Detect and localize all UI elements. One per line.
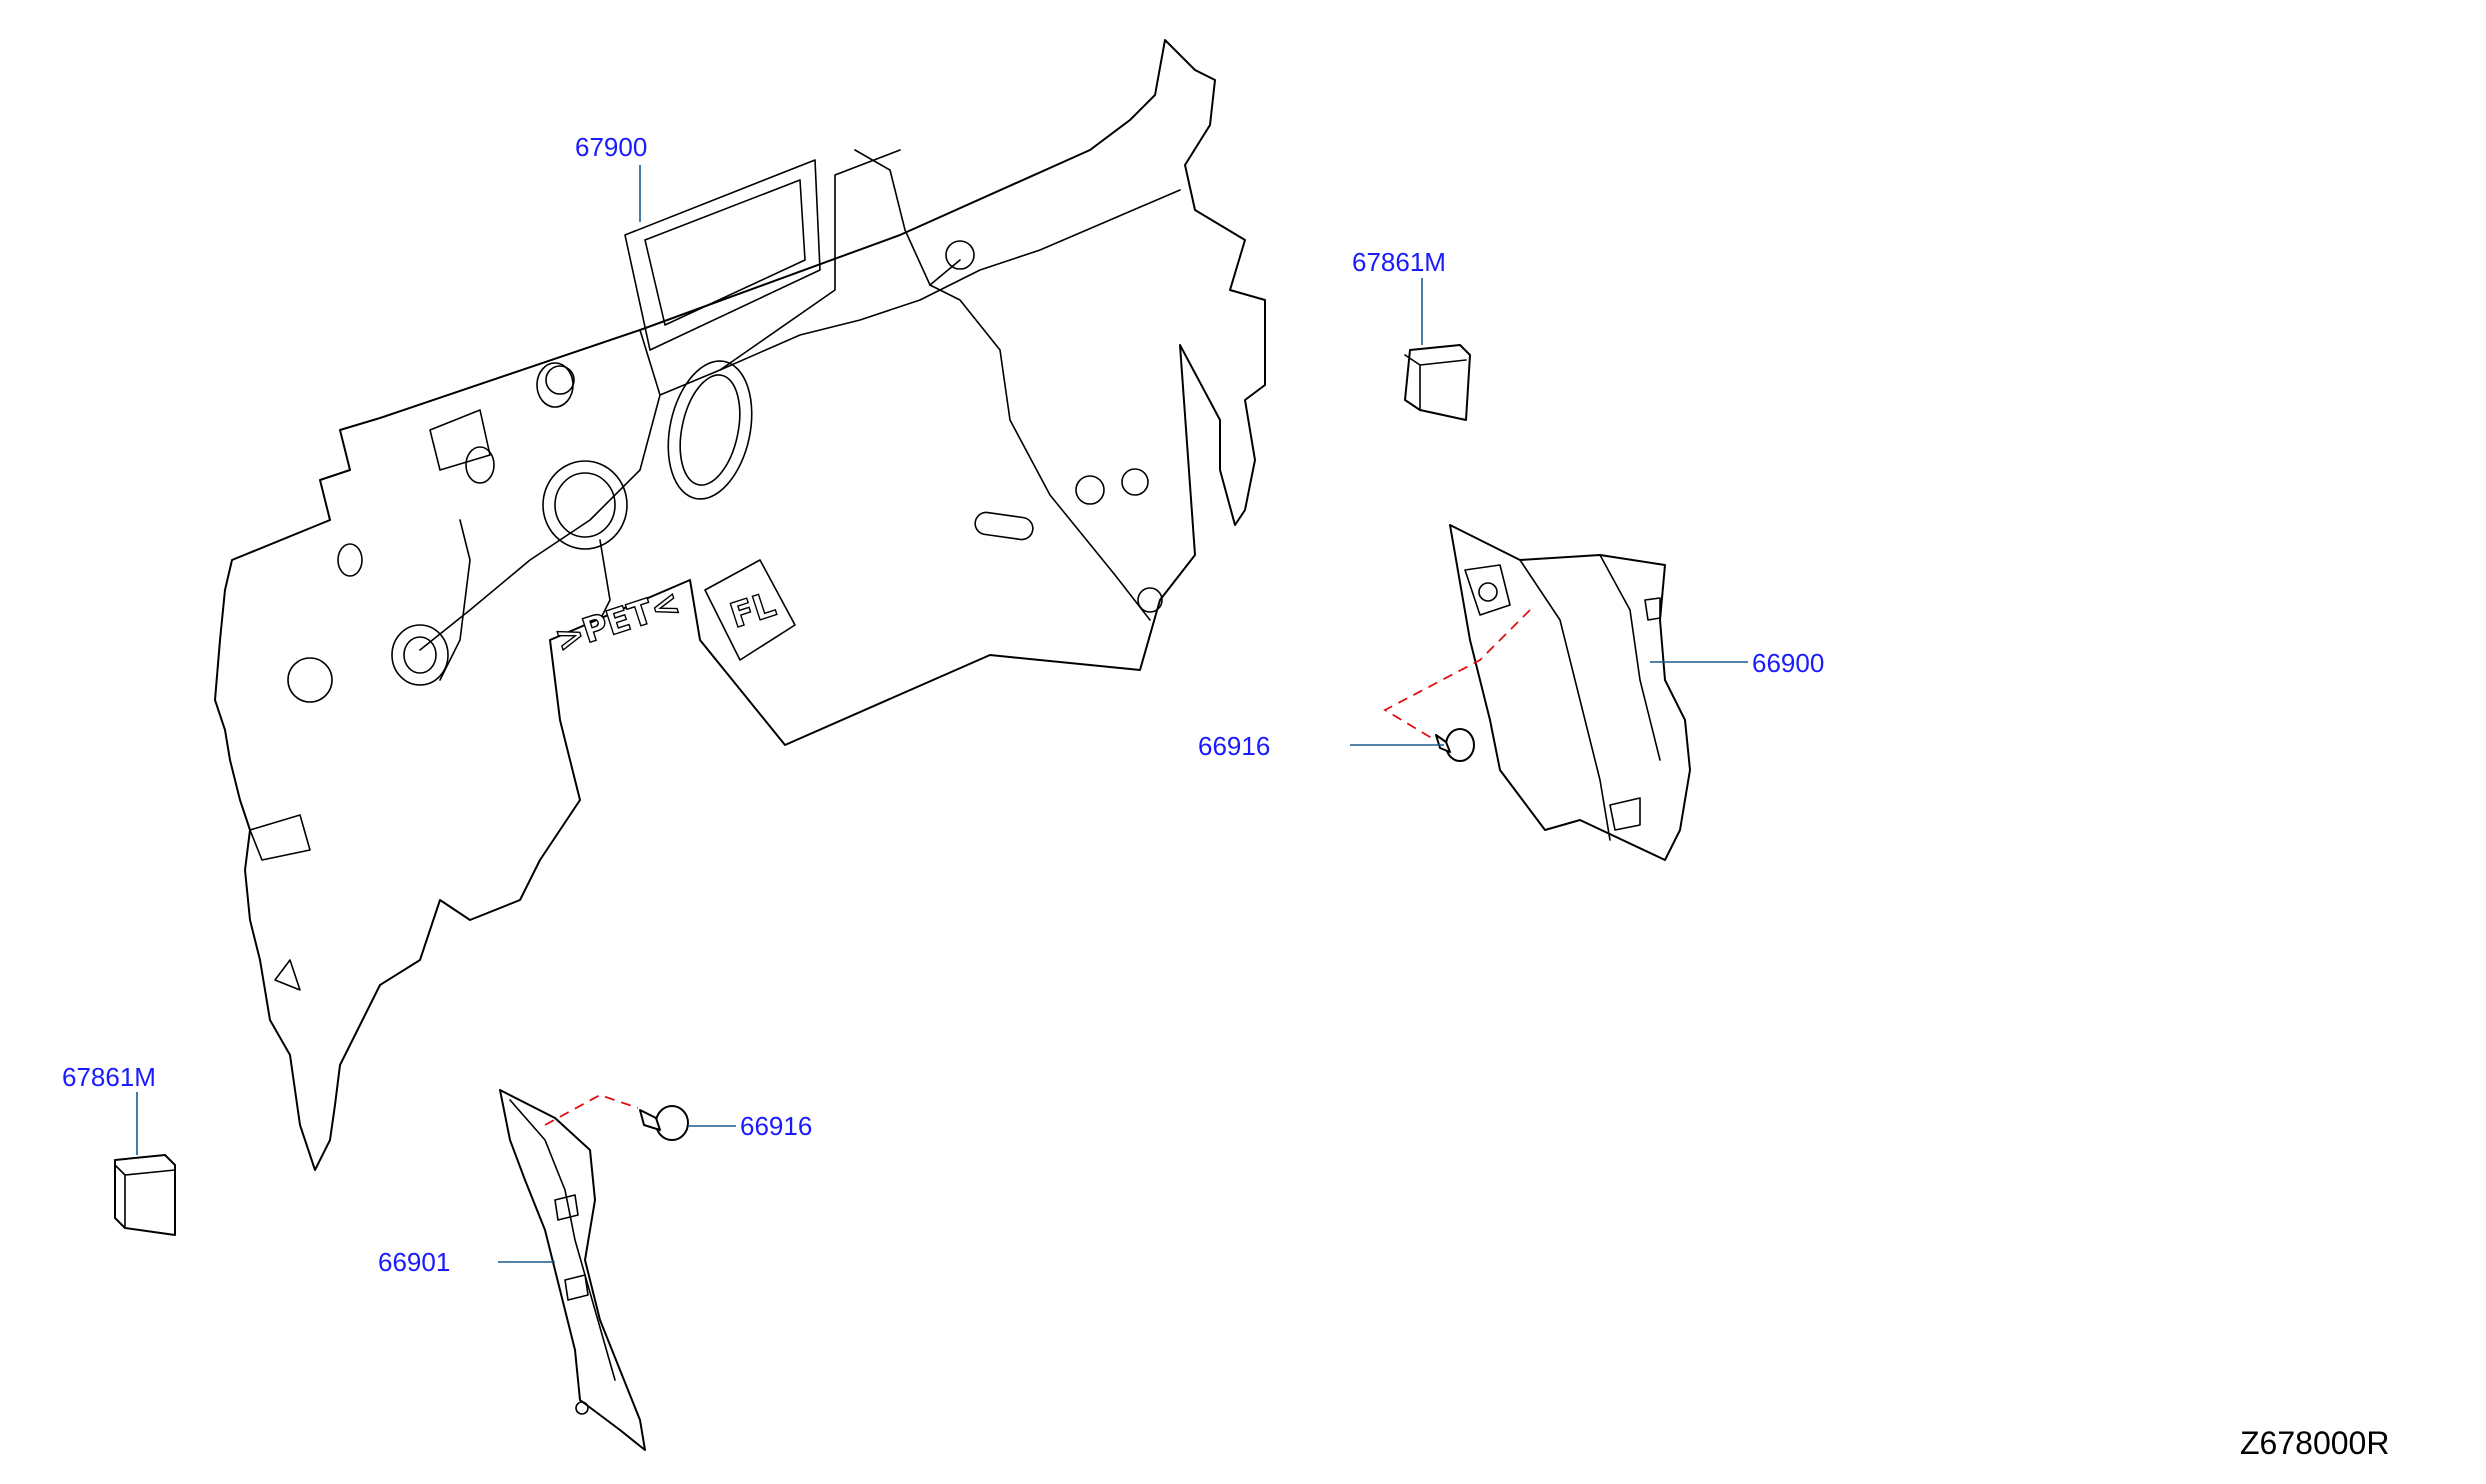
side-trim-left-part [499, 1089, 646, 1451]
label-66916-upper: 66916 [1198, 731, 1271, 761]
clip-66916-lower-part [639, 1105, 689, 1141]
label-66916-lower: 66916 [740, 1111, 813, 1141]
dash-insulator-part [214, 39, 1266, 1171]
connector-upper [1383, 609, 1531, 741]
connector-lower [544, 1094, 639, 1126]
label-67861m-upper: 67861M [1352, 247, 1446, 277]
clip-66916-upper-part [1435, 728, 1475, 762]
clip-67861m-lower-part [114, 1154, 176, 1236]
label-66901: 66901 [378, 1247, 451, 1277]
side-trim-right-part [1449, 524, 1691, 861]
clip-67861m-upper-part [1404, 344, 1471, 421]
label-67900: 67900 [575, 132, 648, 162]
label-66900: 66900 [1752, 648, 1825, 678]
label-67861m-lower: 67861M [62, 1062, 156, 1092]
diagram-code: Z678000R [2240, 1425, 2390, 1461]
